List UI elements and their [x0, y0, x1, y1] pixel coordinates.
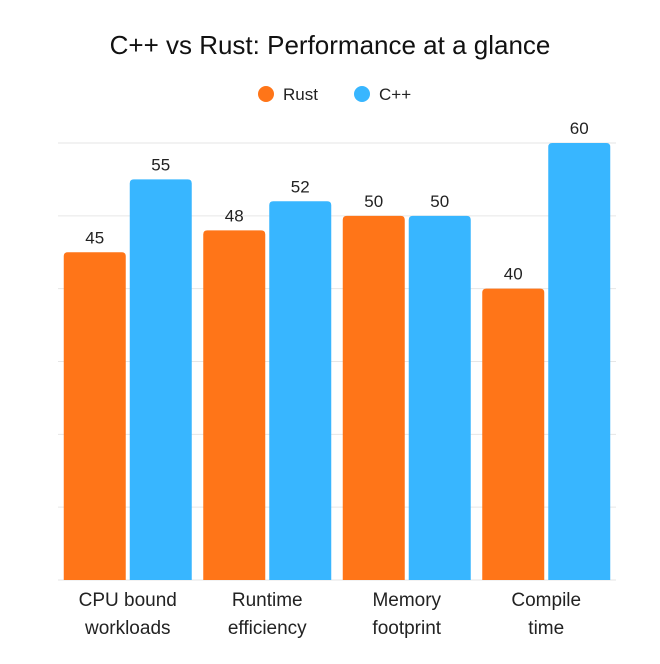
category-label: CPU bound	[79, 590, 177, 611]
category-label: Runtime	[232, 590, 303, 611]
category-label: Memory	[372, 590, 441, 611]
legend-swatch-rust	[258, 86, 274, 102]
value-label: 48	[225, 206, 244, 225]
value-label: 50	[430, 192, 449, 211]
category-label: time	[528, 618, 564, 639]
value-labels: 45 55 48 52 50 50 40 60	[85, 119, 588, 284]
chart-title: C++ vs Rust: Performance at a glance	[110, 30, 551, 60]
bar-cp-0	[129, 179, 192, 580]
bar-rust-2	[342, 215, 405, 581]
bar-cp-3	[548, 143, 611, 580]
value-label: 60	[570, 119, 589, 138]
category-label: Compile	[511, 590, 581, 611]
category-label: efficiency	[228, 618, 307, 639]
legend-swatch-cpp	[354, 86, 370, 102]
bar-cp-1	[269, 201, 332, 580]
bar-rust-3	[482, 288, 545, 580]
value-label: 40	[504, 265, 523, 284]
legend-label-rust: Rust	[283, 85, 318, 104]
bar-cp-2	[408, 215, 471, 581]
bar-rust-0	[63, 252, 126, 580]
category-label: workloads	[84, 618, 171, 639]
category-label: footprint	[372, 618, 441, 639]
bars	[63, 143, 611, 581]
bar-rust-1	[203, 230, 266, 580]
value-label: 45	[85, 228, 104, 247]
value-label: 55	[151, 155, 170, 174]
legend: Rust C++	[258, 85, 411, 104]
value-label: 52	[291, 177, 310, 196]
value-label: 50	[364, 192, 383, 211]
legend-label-cpp: C++	[379, 85, 411, 104]
category-labels: CPU bound workloads Runtime efficiency Memor…	[79, 590, 581, 639]
